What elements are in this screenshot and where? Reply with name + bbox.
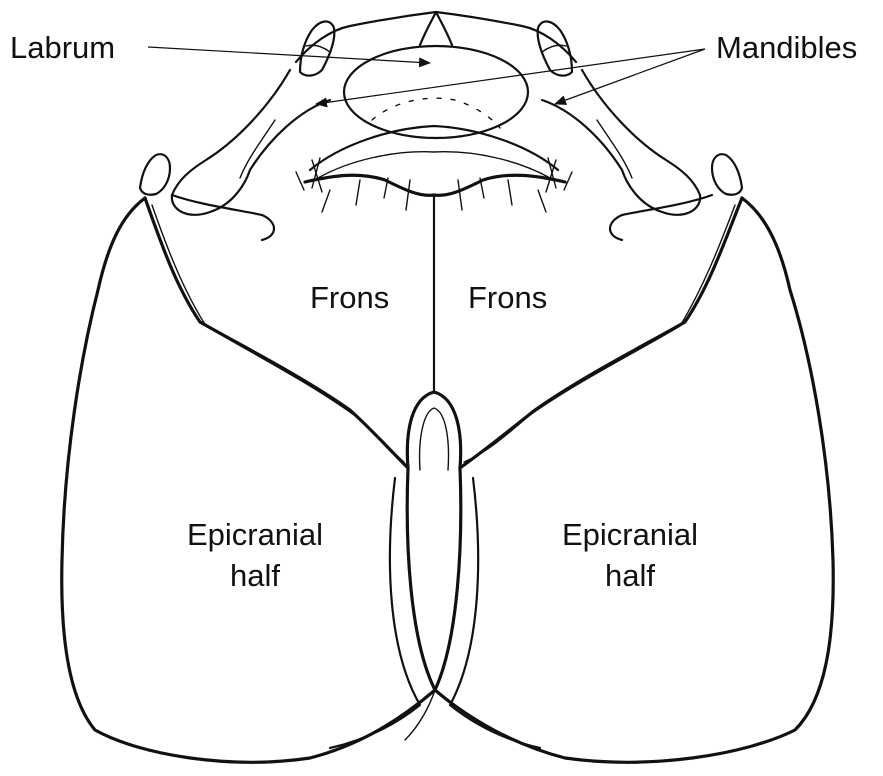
frons-left-shoulder bbox=[172, 195, 274, 240]
frons-right-label: Frons bbox=[468, 280, 547, 315]
labrum bbox=[344, 12, 528, 138]
frons-right-border bbox=[460, 198, 742, 468]
leader-arrows bbox=[148, 47, 705, 104]
frons-left-label: Frons bbox=[310, 280, 389, 315]
antenna-left-lower bbox=[140, 154, 170, 195]
median-cleft-lower bbox=[405, 690, 435, 740]
epicranial-right-label-line2: half bbox=[605, 558, 655, 593]
antenna-right-upper bbox=[538, 21, 572, 75]
epicranial-left-label-line2: half bbox=[230, 558, 280, 593]
median-ridge-outline bbox=[407, 392, 460, 468]
antenna-right-lower bbox=[712, 154, 742, 195]
mandible-left-outer bbox=[296, 12, 436, 62]
clypeus-lower-edge bbox=[305, 175, 565, 195]
epicranial-right-inner-edge bbox=[450, 478, 540, 748]
frons-right-shoulder bbox=[610, 195, 712, 240]
labrum-label: Labrum bbox=[10, 30, 115, 65]
labrum-arrow bbox=[148, 47, 430, 63]
labrum-dotted-arc bbox=[372, 98, 500, 128]
median-ridge-inner bbox=[420, 408, 449, 470]
frons-plates bbox=[145, 195, 742, 468]
antennae bbox=[140, 21, 742, 194]
frons-right-border-inner bbox=[464, 205, 735, 462]
epicranial-left-label-line1: Epicranial bbox=[187, 517, 323, 552]
mandibles-arrow-right bbox=[555, 49, 705, 104]
mandibles-label: Mandibles bbox=[716, 30, 857, 65]
mandible-left-body bbox=[172, 70, 330, 215]
mandible-right-body bbox=[542, 70, 700, 215]
epicranial-right-label-line1: Epicranial bbox=[562, 517, 698, 552]
clypeus-upper-edge bbox=[310, 126, 558, 170]
mandible-right-outer bbox=[436, 12, 576, 62]
frons-left-border bbox=[145, 198, 408, 468]
antenna-left-upper bbox=[300, 21, 334, 75]
labrum-top-point bbox=[420, 12, 452, 45]
mandibles bbox=[172, 12, 700, 215]
